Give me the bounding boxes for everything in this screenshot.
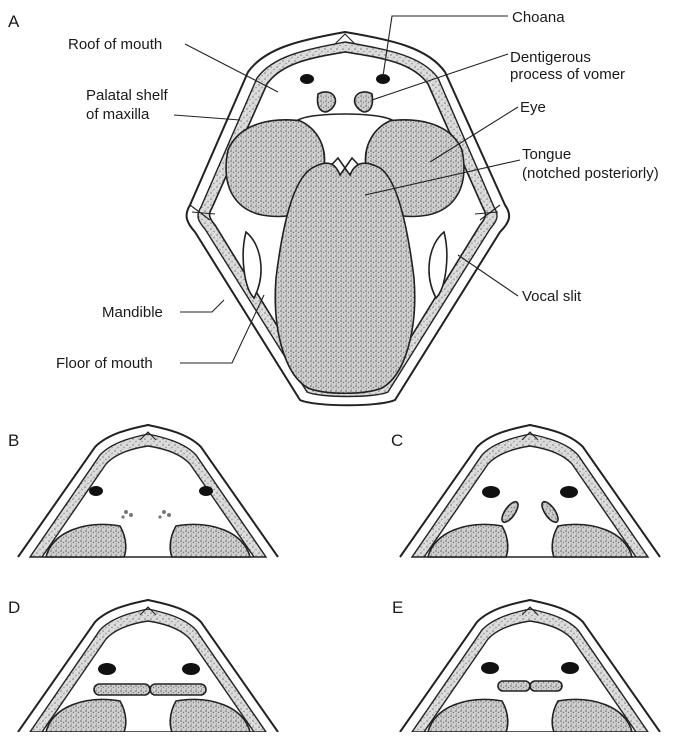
label-roof-of-mouth: Roof of mouth: [68, 36, 162, 53]
label-floor-of-mouth: Floor of mouth: [56, 355, 153, 372]
label-palatal-2: of maxilla: [86, 106, 150, 123]
label-tongue-2: (notched posteriorly): [522, 165, 659, 182]
label-palatal-1: Palatal shelf: [86, 87, 169, 104]
panel-b: B: [8, 425, 278, 557]
panel-b-left-choana: [89, 486, 103, 496]
panel-e-vomer-left: [498, 681, 530, 691]
panel-d: D: [8, 598, 278, 732]
panel-d-vomer-right: [150, 684, 206, 695]
left-choana: [300, 74, 314, 84]
panel-a: A: [8, 9, 659, 405]
label-dentigerous-1: Dentigerous: [510, 49, 591, 66]
panel-d-vomer-left: [94, 684, 150, 695]
leader-mandible: [180, 300, 224, 312]
panel-b-right-choana: [199, 486, 213, 496]
label-eye: Eye: [520, 99, 546, 116]
panel-e: E: [392, 598, 660, 732]
panel-b-letter: B: [8, 431, 19, 450]
panel-e-right-choana: [561, 662, 579, 674]
label-mandible: Mandible: [102, 304, 163, 321]
label-vocal-slit: Vocal slit: [522, 288, 582, 305]
panel-a-letter: A: [8, 12, 20, 31]
label-dentigerous-2: process of vomer: [510, 66, 625, 83]
panel-d-right-choana: [182, 663, 200, 675]
panel-c-left-choana: [482, 486, 500, 498]
panel-c-right-choana: [560, 486, 578, 498]
label-choana: Choana: [512, 9, 565, 26]
label-tongue-1: Tongue: [522, 146, 571, 163]
panel-e-left-choana: [481, 662, 499, 674]
panel-d-letter: D: [8, 598, 20, 617]
panel-e-vomer-right: [530, 681, 562, 691]
panel-d-left-choana: [98, 663, 116, 675]
panel-c-letter: C: [391, 431, 403, 450]
panel-c: C: [391, 425, 660, 557]
tongue: [275, 163, 414, 393]
panel-e-letter: E: [392, 598, 403, 617]
